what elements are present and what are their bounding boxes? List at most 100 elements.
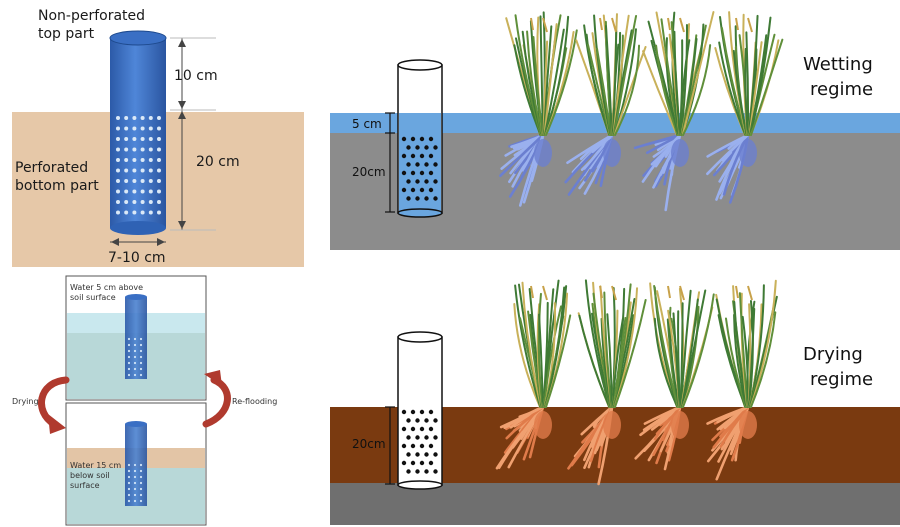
rice-leaf [673, 30, 681, 136]
rice-leaf [653, 284, 679, 408]
perforation-hole [140, 126, 145, 131]
root-strand [583, 133, 614, 170]
rice-leaf [611, 30, 618, 136]
tube-hole [424, 469, 429, 474]
rice-leaf [543, 305, 562, 408]
rice-leaf [539, 15, 544, 136]
perforation-hole [116, 189, 120, 194]
tube-hole [433, 179, 438, 184]
tube-hole [406, 179, 411, 184]
tube-hole [424, 162, 429, 167]
root-strand [566, 133, 614, 165]
perforation-hole [140, 147, 145, 152]
rice-leaf [680, 24, 688, 136]
rice-leaf [665, 37, 680, 136]
drying-dim-label-20cm: 20cm [352, 437, 386, 451]
perforation-hole [140, 189, 145, 194]
rice-leaf [677, 310, 682, 408]
drying-tube-top [397, 331, 443, 343]
rice-leaf [749, 16, 772, 136]
label-drying: Drying [12, 397, 39, 406]
rice-leaf [680, 289, 692, 408]
root-strand [497, 405, 545, 470]
rice-leaf [613, 45, 647, 136]
wetting-tube-perforations [401, 136, 438, 201]
tube-hole [410, 426, 416, 432]
root-strand [499, 405, 545, 429]
perforation-hole [124, 210, 129, 215]
panicle [735, 285, 753, 301]
rice-leaf [655, 44, 679, 136]
tube-b-top-opening [125, 294, 147, 300]
perforation-hole [157, 137, 161, 141]
dim-label-width: 7-10 cm [108, 250, 166, 266]
perforation-hole [148, 168, 153, 173]
drying-regime-title: Drying regime [803, 344, 873, 390]
label-reflooding: Re-flooding [232, 397, 277, 406]
text-water-below: Water 15 cm below soil surface [70, 461, 124, 490]
rice-leaf [513, 303, 541, 408]
dim-arrow-up-top [178, 39, 186, 47]
rice-leaf [604, 25, 613, 136]
root-strand [712, 405, 750, 449]
wetting-dim-label-20cm: 20cm [352, 165, 386, 179]
rice-leaf [538, 313, 544, 408]
tube-hole [428, 153, 434, 159]
perforation-hole [140, 158, 145, 162]
rice-leaf [614, 298, 647, 408]
rice-leaf [543, 23, 558, 136]
panel-awd-cycle: Water 5 cm above soil surface Water 15 c… [12, 275, 277, 526]
tube-hole [410, 187, 416, 193]
rice-leaf [532, 35, 544, 136]
tube-hole [433, 162, 438, 167]
rice-leaf [606, 313, 613, 408]
rice-leaf [543, 28, 565, 136]
perforation-hole [157, 179, 161, 183]
rice-leaf [544, 15, 570, 136]
panicle [735, 17, 753, 33]
dim-arrow-up-bottom [178, 111, 186, 119]
tube-hole [419, 153, 425, 159]
tube-hole [410, 136, 416, 142]
root-core [739, 139, 757, 167]
tube-hole [433, 418, 438, 423]
perforation-hole [157, 147, 161, 152]
wetting-regime-title: Wetting regime [803, 54, 879, 100]
panicle [599, 17, 617, 33]
tube-hole [433, 452, 438, 457]
tube-hole [415, 179, 420, 184]
tube-hole [410, 460, 416, 466]
panicle [599, 285, 617, 301]
perforation-hole [140, 168, 145, 173]
tube-b-top-holes [127, 335, 145, 377]
root-core [671, 411, 689, 439]
tube-hole [428, 187, 434, 193]
tube-bottom [110, 221, 166, 235]
root-strand [643, 405, 682, 425]
tube-hole [415, 452, 420, 457]
perforation-hole [124, 179, 129, 183]
root-core [603, 139, 621, 167]
root-core [671, 139, 689, 167]
perforation-hole [157, 200, 161, 204]
root-core [739, 411, 757, 439]
perforation-hole [116, 126, 120, 131]
rice-leaf [545, 29, 578, 136]
drying-subsoil [330, 483, 900, 525]
perforation-hole [116, 147, 120, 152]
tube-hole [410, 443, 416, 449]
perforation-hole [132, 137, 137, 141]
panicle [667, 285, 685, 301]
perforation-hole [116, 137, 120, 141]
perforation-hole [157, 116, 161, 120]
perforation-hole [132, 147, 137, 152]
rice-leaf [545, 314, 572, 408]
perforation-hole [157, 126, 161, 131]
drying-tube-bottom [397, 480, 443, 490]
rice-leaf [724, 317, 747, 408]
tube-hole [424, 435, 429, 440]
rice-leaf [578, 314, 611, 408]
tube-hole [401, 426, 407, 432]
tube-hole [433, 196, 438, 201]
perforation-hole [148, 137, 153, 141]
